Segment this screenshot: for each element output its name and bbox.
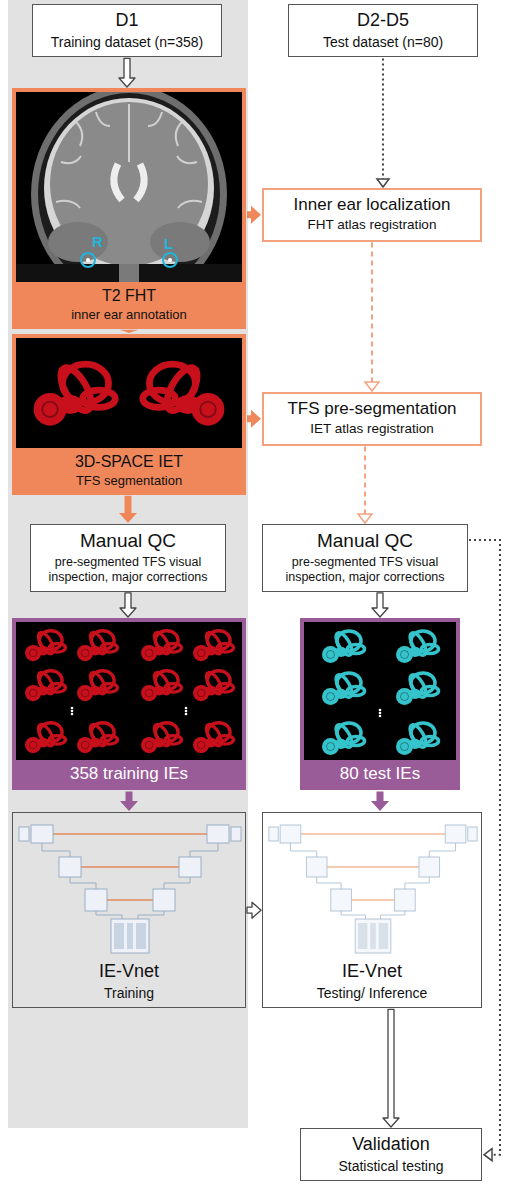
connector-line <box>364 447 366 514</box>
process-box: Inner ear localizationFHT atlas registra… <box>262 188 482 242</box>
box-title: Manual QC <box>37 530 219 553</box>
box-title: D1 <box>39 10 215 32</box>
inner-ear-render <box>16 338 242 448</box>
flow-arrow <box>120 791 138 811</box>
box-title: 3D-SPACE IET <box>18 452 240 471</box>
box-title: 80 test IEs <box>306 764 454 784</box>
flow-arrow <box>371 791 389 811</box>
block-arrow <box>247 902 261 918</box>
flow-arrow <box>247 206 261 224</box>
box-title: Validation <box>307 1134 475 1156</box>
box-subtitle: Statistical testing <box>307 1158 475 1175</box>
box-subtitle: TFS segmentation <box>18 473 240 489</box>
flow-arrow <box>372 593 388 617</box>
training-ear-grid <box>16 622 242 760</box>
arrow-head <box>377 179 389 187</box>
box-title: TFS pre-segmentation <box>270 399 474 419</box>
network-box: IE-VnetTraining <box>12 812 246 1008</box>
image-box: T2 FHT inner ear annotation <box>12 88 246 329</box>
box-subtitle: Training <box>19 985 239 1002</box>
process-box: Manual QCpre-segmented TFS visual inspec… <box>30 524 226 592</box>
block-arrow <box>120 330 138 333</box>
block-arrow <box>247 410 261 428</box>
box-subtitle: pre-segmented TFS visual inspection, maj… <box>269 555 461 585</box>
network-box: IE-VnetTesting/ Inference <box>262 812 482 1008</box>
arrow-head <box>365 382 379 391</box>
process-box: Manual QCpre-segmented TFS visual inspec… <box>262 524 468 592</box>
block-arrow <box>120 791 138 811</box>
process-box: ValidationStatistical testing <box>300 1128 482 1181</box>
connector-line <box>371 243 373 382</box>
flow-arrow <box>383 1009 399 1127</box>
block-arrow <box>371 791 389 811</box>
side-label: R <box>92 234 103 249</box>
box-subtitle: inner ear annotation <box>18 307 240 323</box>
process-box: TFS pre-segmentationIET atlas registrati… <box>262 392 482 446</box>
flow-arrow <box>119 496 137 523</box>
image-box: 358 training IEs <box>12 618 246 790</box>
block-arrow <box>119 496 137 523</box>
flow-arrow <box>120 330 138 333</box>
dataset-box: D2-D5Test dataset (n=80) <box>288 4 478 57</box>
box-title: 358 training IEs <box>18 764 240 784</box>
box-subtitle: FHT atlas registration <box>270 217 474 233</box>
arrow-head <box>484 1149 492 1161</box>
flow-arrow <box>247 902 261 918</box>
box-subtitle: pre-segmented TFS visual inspection, maj… <box>37 555 219 585</box>
box-title: T2 FHT <box>18 286 240 305</box>
box-subtitle: IET atlas registration <box>270 421 474 437</box>
side-label: L <box>164 236 173 251</box>
box-subtitle: Test dataset (n=80) <box>295 34 471 51</box>
block-arrow <box>372 593 388 617</box>
vnet-sketch <box>17 817 243 957</box>
test-ear-grid <box>304 622 456 760</box>
block-arrow <box>247 206 261 224</box>
arrow-head <box>358 514 372 523</box>
block-arrow <box>383 1009 399 1127</box>
mri-image <box>16 92 242 282</box>
box-title: IE-Vnet <box>19 961 239 983</box>
flow-arrow <box>119 58 135 87</box>
vnet-sketch <box>267 817 479 957</box>
flow-arrow <box>120 593 136 617</box>
box-title: Inner ear localization <box>270 195 474 215</box>
dataset-box: D1Training dataset (n=358) <box>32 4 222 57</box>
box-title: D2-D5 <box>295 10 471 32</box>
block-arrow <box>119 58 135 87</box>
box-title: Manual QC <box>269 530 461 553</box>
flow-arrow <box>247 410 261 428</box>
box-subtitle: Testing/ Inference <box>269 985 475 1002</box>
flow-arrow <box>365 243 379 391</box>
image-box: 3D-SPACE IET TFS segmentation <box>12 334 246 495</box>
image-box: 80 test IEs <box>300 618 460 790</box>
flow-arrow <box>358 447 372 523</box>
box-title: IE-Vnet <box>269 961 475 983</box>
flow-arrow <box>377 58 389 187</box>
block-arrow <box>120 593 136 617</box>
connector-line <box>382 58 384 179</box>
box-subtitle: Training dataset (n=358) <box>39 34 215 51</box>
